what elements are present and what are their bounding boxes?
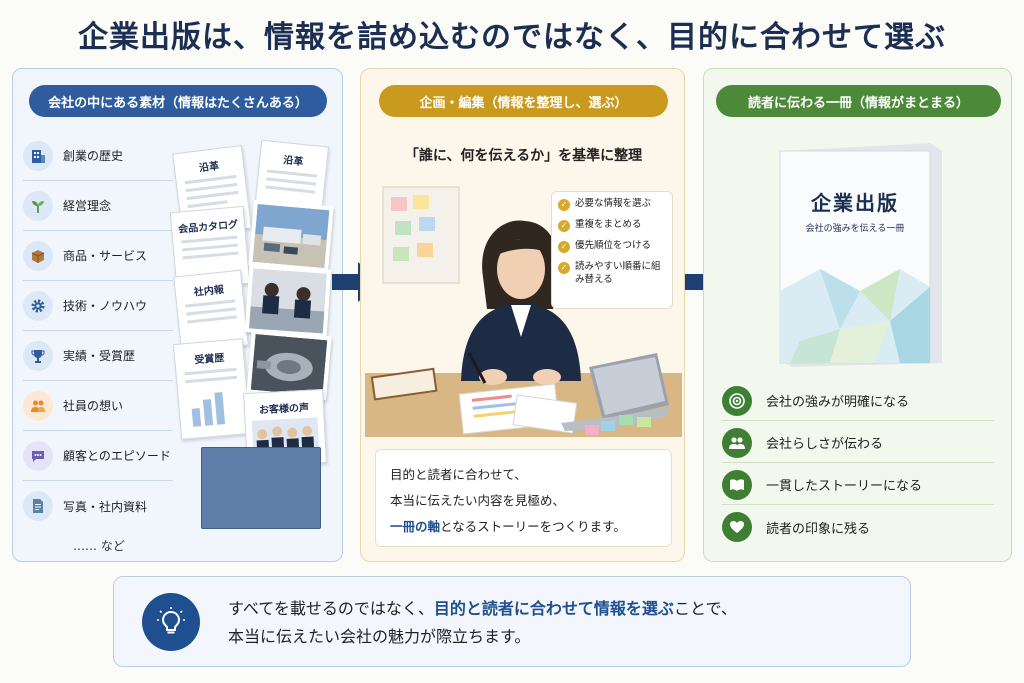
editing-note: 目的と読者に合わせて、 本当に伝えたい内容を見極め、 一冊の軸となるストーリーを… bbox=[375, 449, 672, 547]
sprout-icon bbox=[23, 190, 53, 221]
people-icon bbox=[23, 390, 53, 421]
factory-photo bbox=[248, 199, 334, 273]
outcome-item: 会社らしさが伝わる bbox=[722, 423, 994, 463]
material-label: 商品・サービス bbox=[63, 249, 148, 263]
materials-heading: 会社の中にある素材（情報はたくさんある） bbox=[29, 85, 327, 117]
editing-panel: 企画・編集（情報を整理し、選ぶ） 「誰に、何を伝えるか」を基準に整理 bbox=[360, 68, 685, 562]
check-icon: ✓ bbox=[558, 220, 570, 232]
machine-photo bbox=[246, 329, 332, 401]
checklist-card: ✓必要な情報を選ぶ ✓重複をまとめる ✓優先順位をつける ✓読みやすい順番に組み… bbox=[551, 191, 673, 309]
material-label: 技術・ノウハウ bbox=[63, 299, 148, 313]
outcome-item: 会社の強みが明確になる bbox=[722, 381, 994, 421]
checklist-item: ✓必要な情報を選ぶ bbox=[558, 198, 666, 211]
note-accent: 一冊の軸 bbox=[390, 519, 441, 534]
note-line: 目的と読者に合わせて、 bbox=[390, 467, 527, 482]
checklist-item: ✓読みやすい順番に組み替える bbox=[558, 261, 666, 287]
document-title: 会品カタログ bbox=[177, 219, 239, 236]
list-item: 社員の想い bbox=[23, 381, 173, 431]
document-card: 受賞歴 bbox=[172, 338, 252, 440]
material-label: 実績・受賞歴 bbox=[63, 349, 136, 363]
list-item: 創業の歴史 bbox=[23, 131, 173, 181]
summary-accent: 目的と読者に合わせて情報を選ぶ bbox=[433, 599, 674, 618]
page-title: 企業出版は、情報を詰め込むのではなく、目的に合わせて選ぶ bbox=[78, 20, 946, 55]
materials-panel: 会社の中にある素材（情報はたくさんある） 創業の歴史 経営理念 商品・サービス … bbox=[12, 68, 343, 562]
material-label: 創業の歴史 bbox=[63, 149, 124, 163]
chat-icon bbox=[23, 440, 53, 471]
storage-box bbox=[201, 447, 321, 529]
box-icon bbox=[23, 240, 53, 271]
result-panel: 読者に伝わる一冊（情報がまとまる） 企業出版 会社の強みを伝える一冊 会社の強み… bbox=[703, 68, 1012, 562]
editing-subheading: 「誰に、何を伝えるか」を基準に整理 bbox=[404, 148, 643, 164]
summary-box: すべてを載せるのではなく、目的と読者に合わせて情報を選ぶことで、 本当に伝えたい… bbox=[113, 576, 911, 667]
meeting-photo bbox=[244, 264, 332, 338]
outcome-label: 読者の印象に残る bbox=[766, 521, 871, 537]
heart-icon bbox=[722, 512, 752, 542]
editing-heading: 企画・編集（情報を整理し、選ぶ） bbox=[379, 85, 668, 117]
material-label: 経営理念 bbox=[63, 199, 112, 213]
checklist-item: ✓重複をまとめる bbox=[558, 219, 666, 232]
check-icon: ✓ bbox=[558, 241, 570, 253]
gear-icon bbox=[23, 290, 53, 321]
note-line: 本当に伝えたい内容を見極め、 bbox=[390, 493, 566, 508]
material-label: 写真・社内資料 bbox=[63, 499, 148, 514]
list-item: 実績・受賞歴 bbox=[23, 331, 173, 381]
document-icon bbox=[23, 491, 53, 521]
materials-list: 創業の歴史 経営理念 商品・サービス 技術・ノウハウ 実績・受賞歴 bbox=[23, 131, 173, 531]
people-icon bbox=[722, 427, 752, 458]
document-title: 社内報 bbox=[193, 284, 225, 299]
result-heading: 読者に伝わる一冊（情報がまとまる） bbox=[716, 85, 1001, 117]
document-title: 受賞歴 bbox=[194, 352, 225, 367]
summary-line: すべてを載せるのではなく、目的と読者に合わせて情報を選ぶことで、 bbox=[228, 599, 737, 618]
outcome-label: 会社らしさが伝わる bbox=[766, 437, 884, 452]
book-illustration: 企業出版 会社の強みを伝える一冊 bbox=[774, 141, 944, 367]
outcome-item: 読者の印象に残る bbox=[722, 507, 994, 547]
list-item: 経営理念 bbox=[23, 181, 173, 231]
lightbulb-icon bbox=[142, 593, 200, 651]
editor-illustration bbox=[365, 186, 682, 437]
list-item: 商品・サービス bbox=[23, 231, 173, 281]
book-title: 企業出版 bbox=[811, 191, 899, 215]
outcome-item: 一貫したストーリーになる bbox=[722, 465, 994, 505]
material-label: 社員の想い bbox=[63, 399, 124, 413]
checklist-item: ✓優先順位をつける bbox=[558, 240, 666, 253]
material-label: 顧客とのエピソード bbox=[63, 449, 171, 463]
target-icon bbox=[722, 385, 752, 416]
document-title: 沿革 bbox=[198, 160, 220, 175]
summary-line: 本当に伝えたい会社の魅力が際立ちます。 bbox=[228, 627, 531, 646]
check-icon: ✓ bbox=[558, 199, 570, 211]
list-item: 写真・社内資料 bbox=[23, 481, 173, 531]
outcome-label: 会社の強みが明確になる bbox=[766, 395, 910, 410]
book-icon bbox=[722, 469, 752, 500]
document-title: お客様の声 bbox=[258, 402, 310, 417]
outcome-label: 一貫したストーリーになる bbox=[766, 479, 923, 494]
note-line: 一冊の軸となるストーリーをつくります。 bbox=[390, 519, 626, 534]
book-subtitle: 会社の強みを伝える一冊 bbox=[805, 224, 905, 234]
document-title: 沿革 bbox=[282, 155, 304, 169]
trophy-icon bbox=[23, 340, 53, 371]
building-icon bbox=[23, 140, 53, 171]
summary-text: すべてを載せるのではなく、目的と読者に合わせて情報を選ぶことで、 本当に伝えたい… bbox=[228, 595, 737, 651]
list-item: 顧客とのエピソード bbox=[23, 431, 173, 481]
list-item: 技術・ノウハウ bbox=[23, 281, 173, 331]
check-icon: ✓ bbox=[558, 262, 570, 274]
etc-text: …… など bbox=[73, 539, 125, 553]
